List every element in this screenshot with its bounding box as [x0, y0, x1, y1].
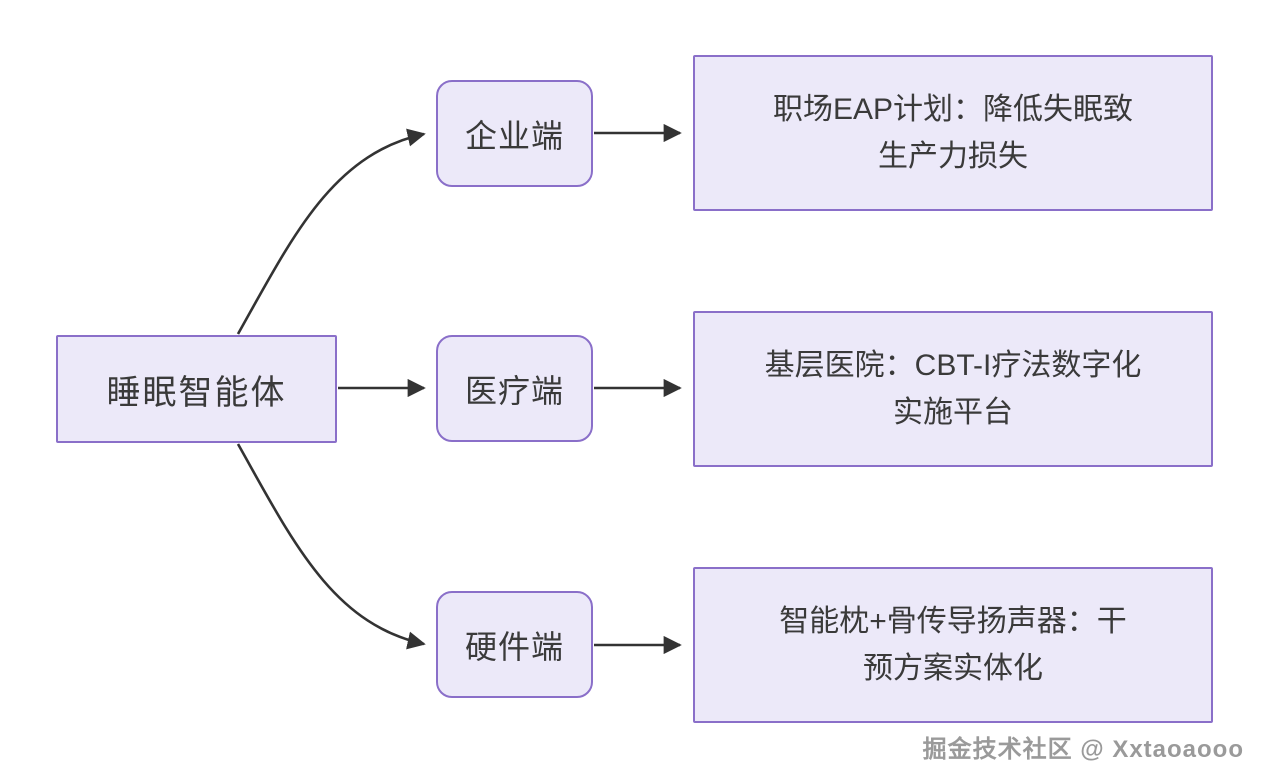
root-node-label: 睡眠智能体 [106, 373, 287, 412]
branch-node-label: 企业端 [464, 117, 564, 154]
detail-line: 预方案实体化 [863, 652, 1043, 685]
detail-node-medical: 基层医院：CBT-I疗法数字化 实施平台 [693, 311, 1213, 467]
edge-root-to-enterprise [236, 128, 426, 335]
branch-node-label: 医疗端 [464, 372, 564, 409]
root-node-sleep-agent: 睡眠智能体 [56, 335, 337, 443]
detail-line: 智能枕+骨传导扬声器：干 [779, 605, 1127, 638]
detail-line: 基层医院：CBT-I疗法数字化 [764, 349, 1142, 382]
edge-root-to-hardware [236, 443, 426, 650]
detail-node-enterprise: 职场EAP计划：降低失眠致 生产力损失 [693, 55, 1213, 211]
branch-node-hardware: 硬件端 [436, 591, 593, 698]
detail-line: 生产力损失 [878, 140, 1028, 173]
detail-line: 实施平台 [893, 396, 1013, 429]
branch-node-medical: 医疗端 [436, 335, 593, 442]
watermark: 掘金技术社区 @ Xxtaoaooo [922, 736, 1244, 763]
branch-node-enterprise: 企业端 [436, 80, 593, 187]
detail-node-hardware: 智能枕+骨传导扬声器：干 预方案实体化 [693, 567, 1213, 723]
branch-node-label: 硬件端 [464, 628, 564, 665]
detail-line: 职场EAP计划：降低失眠致 [772, 93, 1134, 126]
